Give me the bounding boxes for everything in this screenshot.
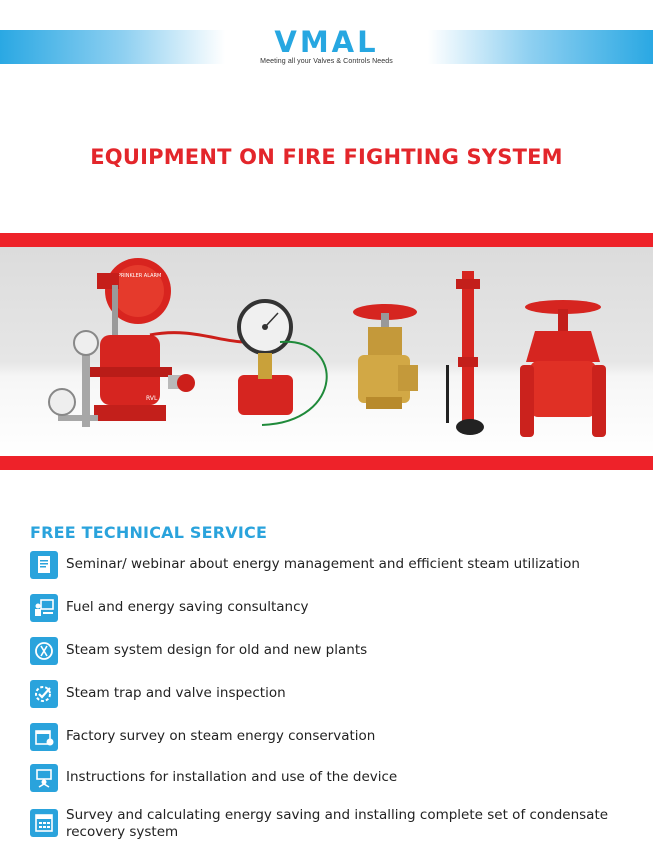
gate-valve-image xyxy=(520,300,606,437)
product-illustrations: SPRINKLER ALARM RVL xyxy=(48,258,606,437)
service-text: Survey and calculating energy saving and… xyxy=(66,807,609,840)
pressure-gauge-image xyxy=(149,299,328,426)
service-text: Steam trap and valve inspection xyxy=(66,685,286,701)
service-text: Factory survey on steam energy conservat… xyxy=(66,728,376,744)
hydrant-pillar-image xyxy=(446,271,484,435)
header-band-left xyxy=(0,30,225,64)
svg-text:RVL: RVL xyxy=(146,395,158,402)
page-title: EQUIPMENT ON FIRE FIGHTING SYSTEM xyxy=(90,145,563,169)
installation-icon xyxy=(30,764,58,792)
alarm-bell-label: SPRINKLER ALARM xyxy=(115,273,162,279)
list-item: Fuel and energy saving consultancy xyxy=(30,594,645,624)
list-item: Seminar/ webinar about energy management… xyxy=(30,551,645,581)
list-item: Survey and calculating energy saving and… xyxy=(30,807,645,840)
service-text: Instructions for installation and use of… xyxy=(66,769,398,785)
service-text: Steam system design for old and new plan… xyxy=(66,642,368,658)
header-band-right xyxy=(428,30,653,64)
service-text: Fuel and energy saving consultancy xyxy=(66,599,309,615)
alarm-valve-image: SPRINKLER ALARM RVL xyxy=(48,258,195,427)
services-heading: FREE TECHNICAL SERVICE xyxy=(30,523,268,542)
brand-tagline: Meeting all your Valves & Controls Needs xyxy=(260,58,393,65)
brand-name: VMAL xyxy=(274,25,379,59)
document-icon xyxy=(30,551,58,579)
list-item: Factory survey on steam energy conservat… xyxy=(30,723,645,753)
list-item: Steam system design for old and new plan… xyxy=(30,637,645,667)
landing-valve-image xyxy=(353,304,418,409)
service-text: Seminar/ webinar about energy management… xyxy=(66,556,580,572)
calendar-survey-icon xyxy=(30,723,58,751)
list-item: Instructions for installation and use of… xyxy=(30,764,645,794)
red-band-bottom xyxy=(0,456,653,470)
brand-logo[interactable]: VMAL Meeting all your Valves & Controls … xyxy=(244,27,409,69)
red-band-top xyxy=(0,233,653,247)
calculator-icon xyxy=(30,809,58,837)
inspection-icon xyxy=(30,680,58,708)
design-icon xyxy=(30,637,58,665)
list-item: Steam trap and valve inspection xyxy=(30,680,645,710)
presentation-icon xyxy=(30,594,58,622)
